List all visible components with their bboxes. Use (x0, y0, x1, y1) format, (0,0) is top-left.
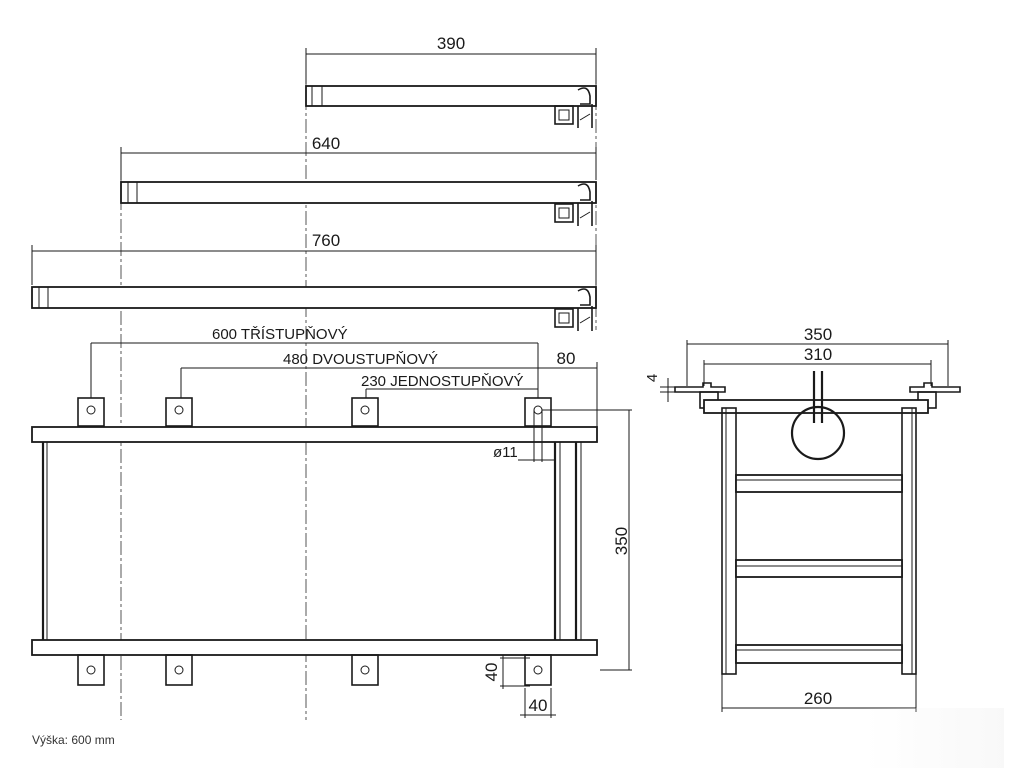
dim-350-height-label: 350 (612, 527, 631, 555)
ladder-front-view: 600 TŘÍSTUPŇOVÝ 480 DVOUSTUPŇOVÝ 230 JED… (31, 326, 632, 718)
dim-80-label: 80 (557, 349, 576, 368)
center-lines (120, 50, 597, 720)
dim-230-label: 230 JEDNOSTUPŇOVÝ (361, 373, 524, 390)
dim-480-label: 480 DVOUSTUPŇOVÝ (283, 351, 438, 368)
step-bar-760: 760 (31, 231, 597, 331)
step-bar-640: 640 (120, 134, 597, 226)
ladder-side-view: 350 310 4 (644, 325, 961, 712)
dim-40-horizontal-label: 40 (529, 696, 548, 715)
dim-350-top-label: 350 (804, 325, 832, 344)
dim-600-label: 600 TŘÍSTUPŇOVÝ (212, 326, 348, 343)
dim-310-label: 310 (804, 345, 832, 364)
dim-4-label: 4 (644, 374, 661, 382)
step-bar-390: 390 (305, 34, 597, 128)
corner-fade (864, 708, 1004, 768)
dim-hole-diameter-label: ø11 (493, 444, 518, 461)
dim-390-label: 390 (437, 34, 465, 53)
height-caption: Výška: 600 mm (32, 733, 115, 747)
dim-260-label: 260 (804, 689, 832, 708)
dim-40-vertical-label: 40 (482, 663, 501, 682)
dim-760-label: 760 (312, 231, 340, 250)
dim-640-label: 640 (312, 134, 340, 153)
